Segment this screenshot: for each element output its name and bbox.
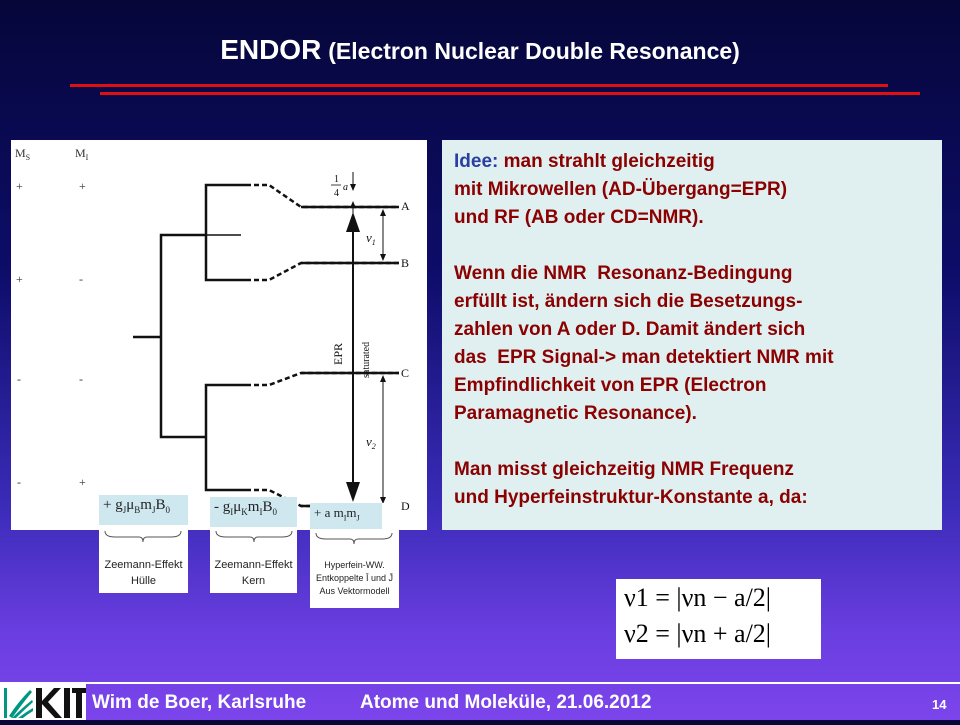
zeeman-core-caption1: Zeemann-Effekt	[214, 559, 293, 571]
zeeman-core-caption2: Kern	[241, 575, 266, 587]
idea-line1: man strahlt gleichzeitig	[498, 151, 715, 172]
level-a: A	[401, 199, 410, 213]
footer-author: Wim de Boer, Karlsruhe	[92, 692, 307, 713]
brace-icon	[315, 532, 393, 545]
hyperfine-caption1: Hyperfein-WW.	[324, 560, 385, 570]
zeeman-shell-caption2: Hülle	[130, 575, 157, 587]
level-c: C	[401, 366, 409, 380]
idea-paragraph: Idee: man strahlt gleichzeitig	[454, 148, 715, 177]
equation-1: ν1 = |νn − a/2|	[624, 583, 772, 612]
explanation-panel: Idee: man strahlt gleichzeitig mit Mikro…	[442, 140, 942, 530]
row-b-mi: -	[79, 272, 83, 286]
row-c-mi: -	[79, 372, 83, 386]
page-number: 14	[932, 697, 947, 712]
hyperfine-formula: + a mImJ	[310, 503, 382, 529]
title-sub: (Electron Nuclear Double Resonance)	[328, 38, 740, 64]
energy-level-svg: MS MI + + + - - - - +	[15, 146, 410, 513]
frac-den: 4	[334, 188, 339, 199]
para2-line4: das EPR Signal-> man detektiert NMR mit	[454, 347, 834, 368]
epr-arrow-up-head	[346, 212, 360, 232]
title-underline-1	[70, 84, 888, 87]
row-a-ms: +	[16, 179, 23, 193]
idea-line2: mit Mikrowellen (AD-Übergang=EPR)	[454, 179, 788, 200]
hyperfine-caption2: Entkoppelte Ī und J̄	[315, 573, 394, 583]
para2-line6: Paramagnetic Resonance).	[454, 403, 697, 424]
frequency-equations: ν1 = |νn − a/2| ν2 = |νn + a/2|	[616, 579, 821, 659]
zeeman-shell-box: + gJμBmJB0 Zeemann-Effekt Hülle	[99, 495, 188, 593]
brace-icon	[104, 530, 182, 543]
title-underline-2	[100, 92, 920, 95]
row-d-mi: +	[79, 475, 86, 489]
idea-line3: und RF (AB oder CD=NMR).	[454, 207, 704, 228]
epr-label: EPR	[331, 343, 345, 365]
kit-logo-icon	[4, 688, 86, 718]
equation-2: ν2 = |νn + a/2|	[624, 619, 772, 648]
row-a-mi: +	[79, 179, 86, 193]
zeeman-shell-caption1: Zeemann-Effekt	[104, 559, 183, 571]
para2-line5: Empfindlichkeit von EPR (Electron	[454, 375, 767, 396]
level-d: D	[401, 499, 410, 513]
zeeman-shell-formula: + gJμBmJB0	[99, 495, 188, 525]
level-lines	[133, 183, 399, 508]
saturated-label: saturated	[361, 342, 372, 378]
para2-line2: erfüllt ist, ändern sich die Besetzungs-	[454, 291, 803, 312]
nu2-label: ν2	[366, 434, 376, 451]
para3-line1: Man misst gleichzeitig NMR Frequenz	[454, 459, 794, 480]
hyperfine-box: + a mImJ Hyperfein-WW. Entkoppelte Ī und…	[310, 503, 399, 608]
epr-arrow-down-head	[346, 482, 360, 502]
level-b: B	[401, 256, 409, 270]
footer-bar	[0, 682, 960, 722]
para3-line2: und Hyperfeinstruktur-Konstante a, da:	[454, 487, 808, 508]
hyperfine-caption3: Aus Vektormodell	[319, 586, 390, 596]
col-mi-label: MI	[75, 146, 89, 162]
nu1-label: ν1	[366, 230, 376, 247]
para2-line3: zahlen von A oder D. Damit ändert sich	[454, 319, 806, 340]
idea-lead: Idee:	[454, 151, 499, 172]
para2-line1: Wenn die NMR Resonanz-Bedingung	[454, 263, 793, 284]
row-c-ms: -	[17, 372, 21, 386]
row-d-ms: -	[17, 475, 21, 489]
brace-icon	[215, 530, 293, 543]
footer-course: Atome und Moleküle, 21.06.2012	[360, 692, 652, 713]
kit-logo	[0, 684, 86, 720]
title-main: ENDOR	[220, 34, 322, 65]
row-b-ms: +	[16, 272, 23, 286]
col-ms-label: MS	[15, 146, 30, 162]
frac-num: 1	[334, 174, 339, 185]
slide-title: ENDOR (Electron Nuclear Double Resonance…	[0, 34, 960, 66]
frac-a: a	[343, 182, 348, 193]
zeeman-core-box: - gIμKmIB0 Zeemann-Effekt Kern	[210, 497, 297, 593]
zeeman-core-formula: - gIμKmIB0	[210, 497, 297, 527]
energy-level-diagram: MS MI + + + - - - - +	[11, 140, 427, 530]
